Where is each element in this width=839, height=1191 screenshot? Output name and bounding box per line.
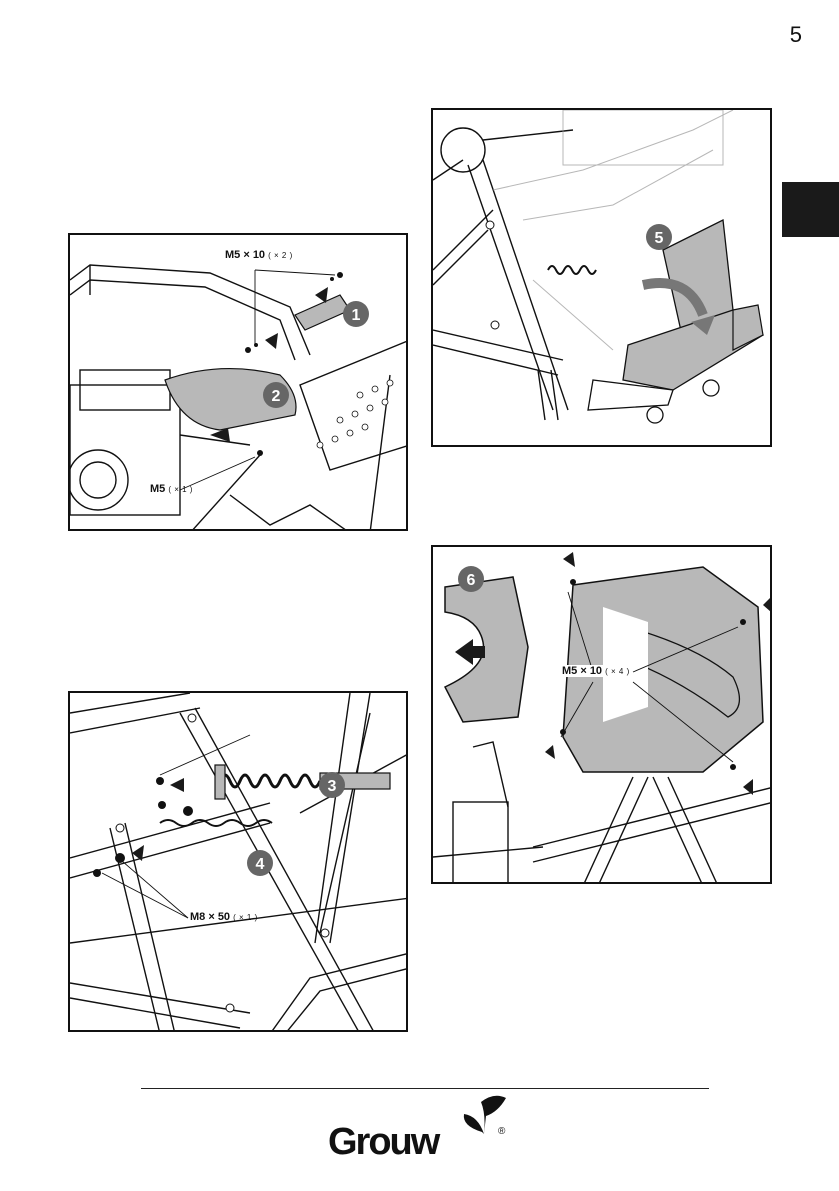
assembly-panel-2: 3 4 M8 × 50 ( × 1 ) (68, 691, 408, 1032)
callout-m8x50-x1: M8 × 50 ( × 1 ) (190, 911, 258, 923)
callout-m5x10-x4: M5 × 10 ( × 4 ) (560, 665, 632, 677)
callout-m5-x1: M5 ( × 1 ) (150, 483, 193, 495)
page-number: 5 (790, 22, 802, 48)
panel-1-illustration: 1 2 (70, 235, 408, 531)
grouw-logo-mark: Grouw ® (326, 1094, 516, 1164)
svg-text:3: 3 (328, 778, 337, 795)
assembly-panel-4: 6 M5 × 10 ( × 4 ) (431, 545, 772, 884)
svg-text:6: 6 (467, 572, 476, 589)
svg-text:®: ® (498, 1126, 506, 1137)
panel-2-illustration: 3 4 (70, 693, 408, 1032)
section-tab (782, 182, 839, 237)
assembly-panel-3: 5 (431, 108, 772, 447)
brand-logo: Grouw ® (326, 1094, 516, 1164)
svg-text:1: 1 (352, 307, 361, 324)
svg-text:4: 4 (256, 856, 265, 873)
panel-3-illustration: 5 (433, 110, 772, 447)
footer-divider (141, 1088, 709, 1089)
svg-text:2: 2 (272, 388, 281, 405)
svg-text:5: 5 (655, 230, 664, 247)
callout-m5x10-x2: M5 × 10 ( × 2 ) (225, 249, 293, 261)
assembly-panel-1: 1 2 M5 × 10 ( × 2 ) M5 ( × 1 ) (68, 233, 408, 531)
svg-text:Grouw: Grouw (328, 1121, 441, 1163)
panel-4-illustration: 6 (433, 547, 772, 884)
